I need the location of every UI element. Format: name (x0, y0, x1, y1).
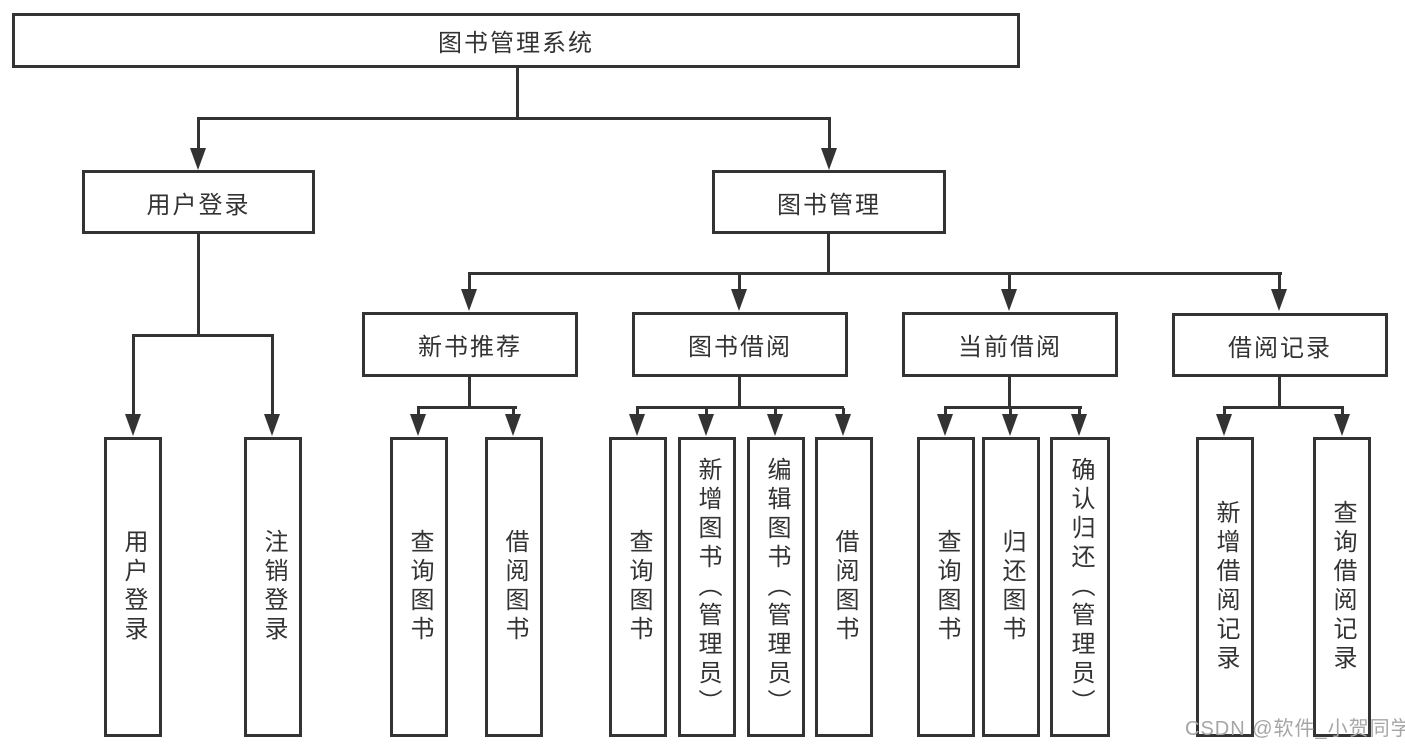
leaf-return-book: 归还图书 (982, 437, 1040, 737)
connector-line (828, 119, 831, 149)
connector-line (132, 334, 274, 337)
leaf-label: 注销登录 (260, 529, 287, 645)
connector-line (1278, 377, 1281, 408)
node-book-borrowing: 图书借阅 (632, 312, 848, 377)
connector-arrow (190, 148, 206, 170)
connector-line (417, 406, 517, 409)
connector-line (468, 272, 1282, 275)
leaf-edit-book-admin: 编辑图书（管理员） (747, 437, 805, 737)
leaf-label: 借阅图书 (501, 529, 528, 645)
connector-arrow (1002, 414, 1018, 436)
connector-arrow (731, 289, 747, 311)
connector-arrow (835, 414, 851, 436)
node-user-login: 用户登录 (82, 170, 315, 234)
connector-arrow (821, 148, 837, 170)
leaf-query-books-borrow: 查询图书 (609, 437, 667, 737)
connector-arrow (1271, 289, 1287, 311)
leaf-label: 用户登录 (120, 529, 147, 645)
node-library-management-system: 图书管理系统 (12, 13, 1020, 68)
connector-line (774, 408, 777, 415)
connector-line (516, 68, 519, 119)
connector-line (132, 336, 135, 415)
node-new-book-recommendation: 新书推荐 (362, 312, 578, 377)
connector-line (417, 408, 420, 415)
connector-line (468, 377, 471, 408)
connector-line (705, 408, 708, 415)
node-current-borrowing: 当前借阅 (902, 312, 1118, 377)
leaf-confirm-return-admin: 确认归还（管理员） (1050, 437, 1110, 737)
leaf-label: 确认归还（管理员） (1067, 456, 1094, 718)
leaf-label: 借阅图书 (831, 529, 858, 645)
connector-line (738, 274, 741, 291)
connector-line (197, 117, 831, 120)
leaf-borrow-books-recommend: 借阅图书 (485, 437, 543, 737)
connector-arrow (264, 414, 280, 436)
connector-line (1278, 274, 1281, 291)
connector-line (1078, 408, 1081, 415)
leaf-label: 归还图书 (998, 529, 1025, 645)
leaf-label: 新增图书（管理员） (694, 456, 721, 718)
connector-line (842, 408, 845, 415)
connector-line (271, 336, 274, 415)
connector-line (1223, 408, 1226, 415)
leaf-label: 查询图书 (933, 529, 960, 645)
connector-line (827, 234, 830, 274)
leaf-label: 查询借阅记录 (1329, 500, 1356, 674)
leaf-label: 编辑图书（管理员） (763, 456, 790, 718)
connector-arrow (629, 414, 645, 436)
connector-line (944, 406, 1082, 409)
connector-line (197, 119, 200, 149)
leaf-label: 新增借阅记录 (1212, 500, 1239, 674)
node-borrowing-records: 借阅记录 (1172, 313, 1388, 377)
connector-line (197, 234, 200, 336)
connector-line (1223, 406, 1344, 409)
connector-line (1008, 377, 1011, 408)
connector-arrow (937, 414, 953, 436)
leaf-query-borrow-record: 查询借阅记录 (1313, 437, 1371, 737)
connector-line (944, 408, 947, 415)
connector-arrow (461, 289, 477, 311)
connector-arrow (698, 414, 714, 436)
connector-arrow (1334, 414, 1350, 436)
leaf-logout: 注销登录 (244, 437, 302, 737)
leaf-query-books-recommend: 查询图书 (390, 437, 448, 737)
leaf-query-books-current: 查询图书 (917, 437, 975, 737)
connector-arrow (767, 414, 783, 436)
leaf-add-borrow-record: 新增借阅记录 (1196, 437, 1254, 737)
watermark: CSDN @软件_小贺同学 (1185, 718, 1405, 740)
connector-arrow (1001, 289, 1017, 311)
connector-line (738, 377, 741, 408)
connector-line (1009, 408, 1012, 415)
connector-arrow (125, 414, 141, 436)
leaf-add-book-admin: 新增图书（管理员） (678, 437, 736, 737)
leaf-user-login: 用户登录 (104, 437, 162, 737)
leaf-label: 查询图书 (406, 529, 433, 645)
connector-line (636, 408, 639, 415)
connector-arrow (1216, 414, 1232, 436)
connector-arrow (1071, 414, 1087, 436)
connector-arrow (410, 414, 426, 436)
connector-line (636, 406, 844, 409)
connector-line (512, 408, 515, 415)
connector-line (468, 274, 471, 291)
leaf-label: 查询图书 (625, 529, 652, 645)
node-book-management: 图书管理 (712, 170, 946, 234)
leaf-borrow-books: 借阅图书 (815, 437, 873, 737)
connector-arrow (505, 414, 521, 436)
connector-line (1341, 408, 1344, 415)
connector-line (1008, 274, 1011, 291)
